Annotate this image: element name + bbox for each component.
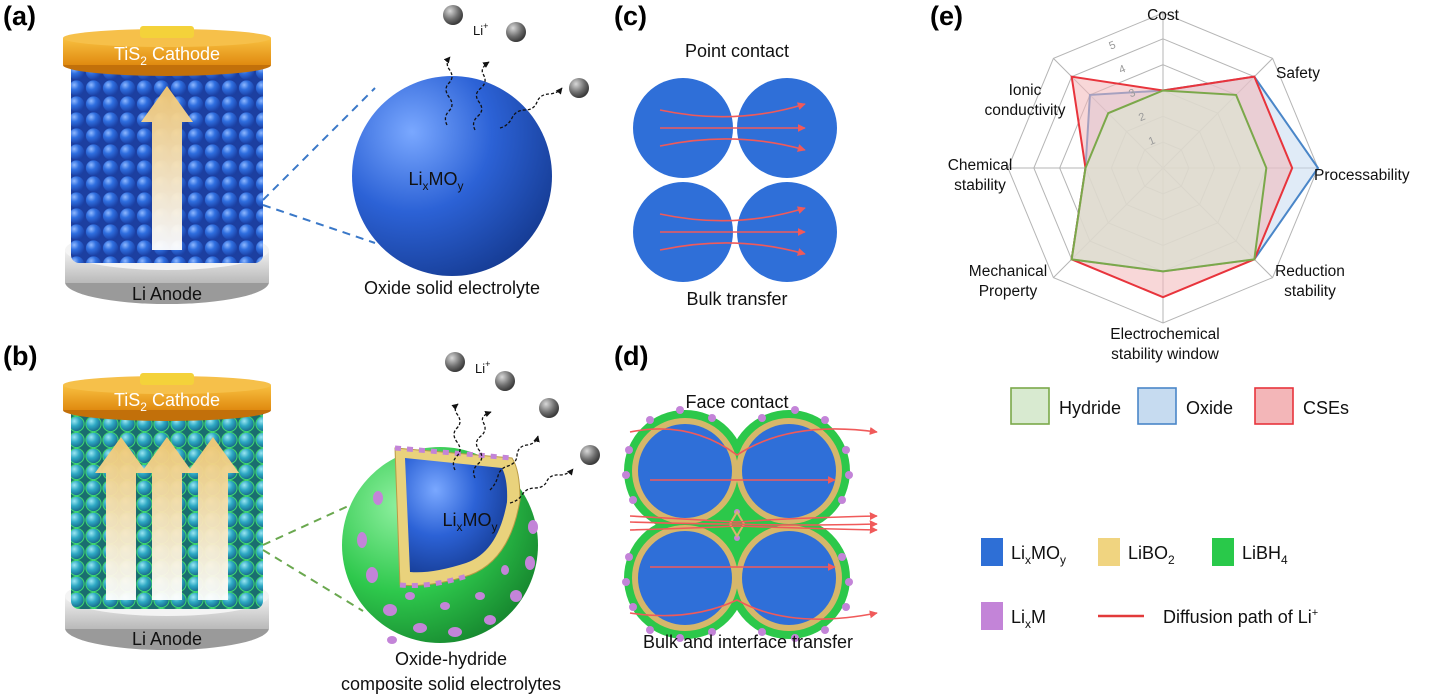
composite-caption-line1: Oxide-hydride: [395, 649, 507, 669]
connector-line: [262, 496, 369, 546]
diffusion-paths-d: [629, 427, 878, 620]
li-ion-sphere: [443, 5, 463, 25]
li-ion-label-a: Li+: [473, 21, 488, 38]
li-ion-sphere: [539, 398, 559, 418]
ion-path: [443, 56, 453, 126]
panel-c: (c) Point contact Bulk transfer: [614, 1, 837, 309]
radar-series-hydride: [1070, 89, 1268, 273]
connector-line: [262, 549, 364, 612]
legend-swatch-hydride: [1010, 387, 1050, 425]
connector-line: [262, 87, 376, 201]
oxide-particle: [352, 76, 552, 276]
composite-caption-line2: composite solid electrolytes: [341, 674, 561, 694]
li-transport-arrow: [141, 86, 193, 250]
legend-swatch-cses: [1254, 387, 1294, 425]
panel-e-letter: (e): [930, 1, 963, 31]
material-label: LixMOy: [1011, 543, 1066, 567]
material-label: LiBH4: [1242, 543, 1288, 567]
connector-line: [262, 204, 376, 244]
panel-b: (b) Li Anode TiS2 Cathode: [3, 341, 600, 694]
panel-d: (d) Face contact: [614, 341, 878, 652]
bulk-transfer-label: Bulk transfer: [686, 289, 787, 309]
li-ion-sphere: [445, 352, 465, 372]
panel-a-letter: (a): [3, 1, 36, 31]
li-ion-sphere: [506, 22, 526, 42]
radar-tick-label: 4: [1117, 63, 1127, 76]
radar-series: [1070, 75, 1320, 299]
oxide-caption: Oxide solid electrolyte: [364, 278, 540, 298]
legend-label-oxide: Oxide: [1186, 398, 1233, 418]
radar-tick-label: 1: [1147, 135, 1157, 148]
material-swatch: [1098, 538, 1120, 566]
anode-label-b: Li Anode: [132, 629, 202, 649]
composite-core-label: LixMOy: [442, 510, 497, 534]
panel-d-letter: (d): [614, 341, 648, 371]
material-swatch: [981, 538, 1003, 566]
cathode-label-a: TiS2 Cathode: [114, 44, 220, 68]
radar-tick-label: 5: [1107, 39, 1117, 52]
lixm-dots: [622, 406, 853, 642]
diffusion-path-label: Diffusion path of Li+: [1163, 607, 1318, 627]
radar-tick-label: 2: [1137, 111, 1147, 124]
face-contact-label: Face contact: [685, 392, 788, 412]
li-ion-sphere: [569, 78, 589, 98]
lixm-rim: [399, 572, 471, 589]
lixm-rim: [394, 445, 513, 461]
legend-label-hydride: Hydride: [1059, 398, 1121, 418]
oxide-core-label-a: LixMOy: [408, 169, 463, 193]
li-ion-sphere: [495, 371, 515, 391]
radar-axis-label: Cost: [1147, 7, 1180, 24]
material-swatch: [1212, 538, 1234, 566]
composite-particle: [342, 445, 538, 644]
material-label: LiBO2: [1128, 543, 1175, 567]
radar-axis-label: Processability: [1314, 167, 1410, 184]
legend-swatch-oxide: [1137, 387, 1177, 425]
li-ion-label-b: Li+: [475, 359, 490, 376]
legend-label-cses: CSEs: [1303, 398, 1349, 418]
cathode-terminal: [140, 26, 194, 38]
radar-axis-label: Safety: [1276, 65, 1320, 82]
cathode-label-b: TiS2 Cathode: [114, 390, 220, 414]
material-swatch: [981, 602, 1003, 630]
material-label: LixM: [1011, 607, 1046, 631]
ion-path: [451, 403, 461, 471]
li-ion-sphere: [580, 445, 600, 465]
lixmoy-cores: [638, 424, 836, 625]
panel-c-letter: (c): [614, 1, 647, 31]
panel-b-letter: (b): [3, 341, 37, 371]
bulk-interface-label: Bulk and interface transfer: [643, 632, 853, 652]
ion-path: [489, 435, 540, 491]
li-transport-arrow: [141, 437, 193, 600]
anode-label-a: Li Anode: [132, 284, 202, 304]
li-transport-arrow: [95, 437, 147, 600]
lixmoy-core: [405, 458, 508, 573]
cathode-terminal: [140, 373, 194, 385]
radar-legend: Hydride Oxide CSEs: [1010, 387, 1349, 425]
panel-a: (a) Li Anode TiS2 Cathode LixMOy Li+ Oxi…: [3, 1, 589, 304]
radar-tick-label: 3: [1127, 87, 1137, 100]
point-contact-label: Point contact: [685, 41, 789, 61]
ion-path: [509, 468, 574, 504]
diffusion-paths-c: [659, 102, 806, 256]
li-transport-arrow: [187, 437, 239, 600]
